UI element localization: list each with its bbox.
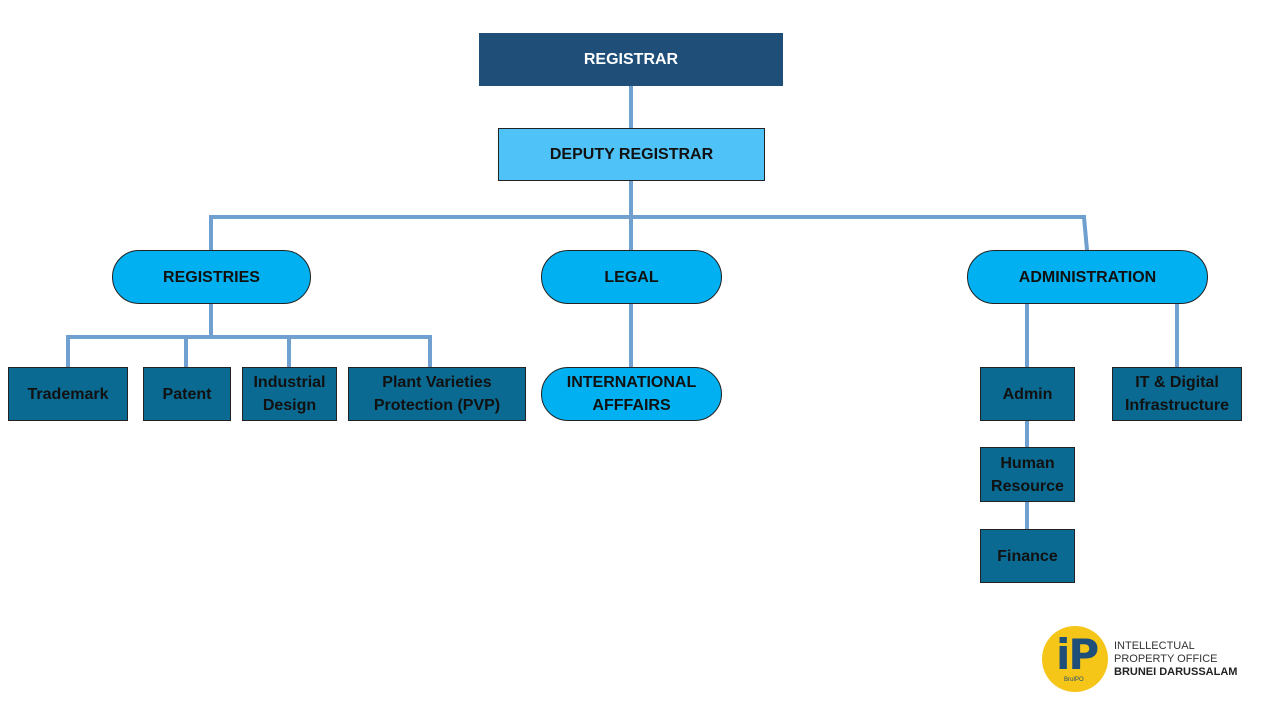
international-affairs-node: INTERNATIONAL AFFFAIRS	[541, 367, 722, 421]
trademark-node: Trademark	[8, 367, 128, 421]
connector-admin-drop	[1081, 214, 1090, 253]
legal-node: LEGAL	[541, 250, 722, 304]
plant-varieties-node: Plant Varieties Protection (PVP)	[348, 367, 526, 421]
patent-node: Patent	[143, 367, 231, 421]
registries-node: REGISTRIES	[112, 250, 311, 304]
human-resource-node: Human Resource	[980, 447, 1075, 502]
deputy-registrar-node: DEPUTY REGISTRAR	[498, 128, 765, 181]
bruipo-logo: iP BruIPO INTELLECTUAL PROPERTY OFFICE B…	[1040, 626, 1260, 694]
administration-node: ADMINISTRATION	[967, 250, 1208, 304]
admin-node: Admin	[980, 367, 1075, 421]
it-digital-node: IT & Digital Infrastructure	[1112, 367, 1242, 421]
logo-emblem-icon: iP BruIPO	[1042, 626, 1108, 692]
logo-mini-text: BruIPO	[1064, 677, 1084, 683]
finance-node: Finance	[980, 529, 1075, 583]
registrar-node: REGISTRAR	[479, 33, 783, 86]
logo-text-line-2: PROPERTY OFFICE	[1114, 653, 1218, 665]
logo-ip-glyph: iP	[1056, 630, 1099, 679]
industrial-design-node: Industrial Design	[242, 367, 337, 421]
logo-text-line-1: INTELLECTUAL	[1114, 640, 1195, 652]
logo-text-line-3: BRUNEI DARUSSALAM	[1114, 666, 1238, 678]
